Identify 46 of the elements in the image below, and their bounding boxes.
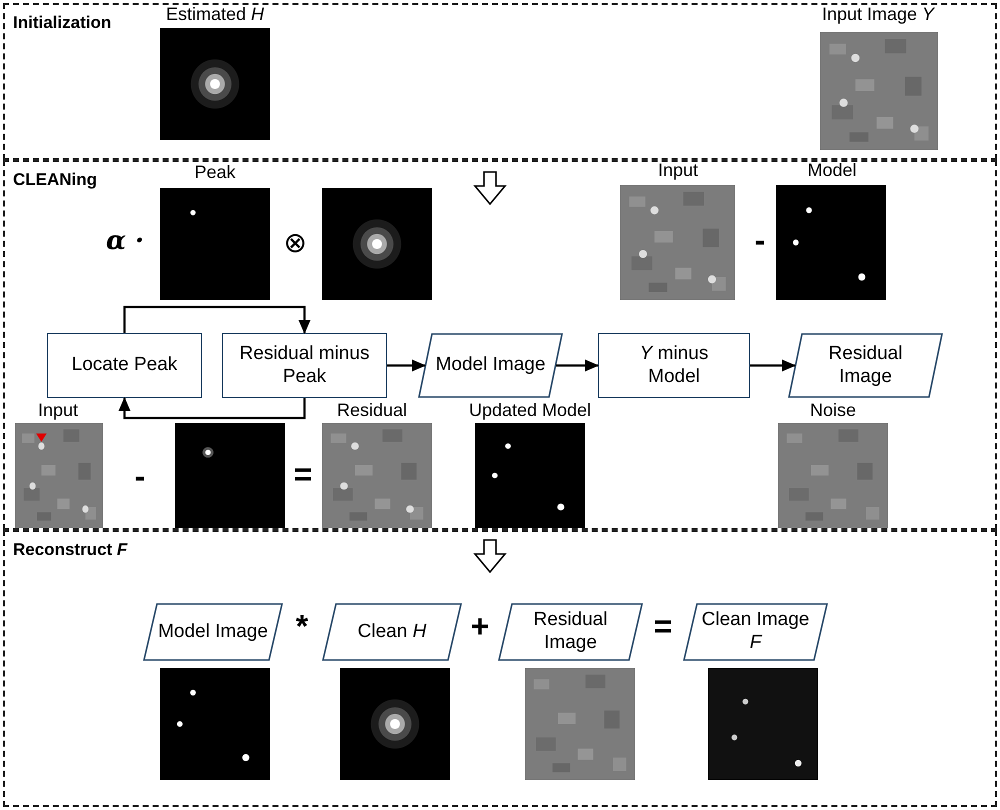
process-box	[222, 333, 387, 398]
data-parallelogram	[143, 603, 283, 661]
box-label: Clean H	[358, 620, 426, 644]
section-panel	[3, 160, 997, 530]
section-panel	[3, 530, 997, 807]
plus-sign: +	[470, 608, 490, 645]
arrow	[123, 306, 310, 334]
data-parallelogram	[788, 333, 943, 398]
image-title: Input Image Y	[822, 4, 934, 25]
image-title: Noise	[810, 400, 856, 421]
box-label: Model Image	[436, 354, 546, 377]
section-title: CLEANing	[13, 170, 98, 190]
box-label: Model Image	[158, 620, 268, 644]
equals-sign: =	[294, 456, 312, 493]
data-parallelogram	[683, 603, 828, 661]
minus-sign: -	[134, 458, 146, 495]
data-parallelogram	[322, 603, 462, 661]
arrow	[118, 397, 306, 420]
image-title: Model	[807, 160, 857, 181]
convolution-operator: ⊗	[284, 226, 306, 259]
section-panel	[3, 3, 997, 160]
image-title: Input	[38, 400, 78, 421]
image-title: Peak	[194, 162, 236, 183]
box-label: Residual Image	[828, 342, 904, 388]
section-title: Initialization	[13, 13, 112, 33]
image-title: Residual	[336, 400, 408, 421]
arrow	[387, 360, 426, 372]
process-box	[598, 333, 750, 398]
process-box	[47, 333, 202, 398]
arrow	[750, 360, 796, 372]
box-label: Clean Image F	[700, 609, 810, 655]
box-label: Residual Image	[532, 609, 608, 655]
image-title: Updated Model	[468, 400, 592, 421]
box-label: Y minus Model	[638, 342, 710, 388]
equals-sign: =	[654, 608, 672, 645]
box-label: Residual minus Peak	[238, 342, 370, 388]
data-parallelogram	[418, 333, 563, 398]
data-parallelogram	[498, 603, 643, 661]
convolution-sign: *	[296, 608, 308, 645]
image-title: Input	[658, 160, 698, 181]
box-label: Locate Peak	[72, 354, 178, 377]
arrow	[556, 360, 599, 372]
scalar-factor: α ·	[106, 226, 144, 256]
section-title: Reconstruct F	[13, 540, 128, 560]
minus-sign: -	[754, 222, 766, 259]
image-title: Estimated H	[166, 4, 264, 25]
